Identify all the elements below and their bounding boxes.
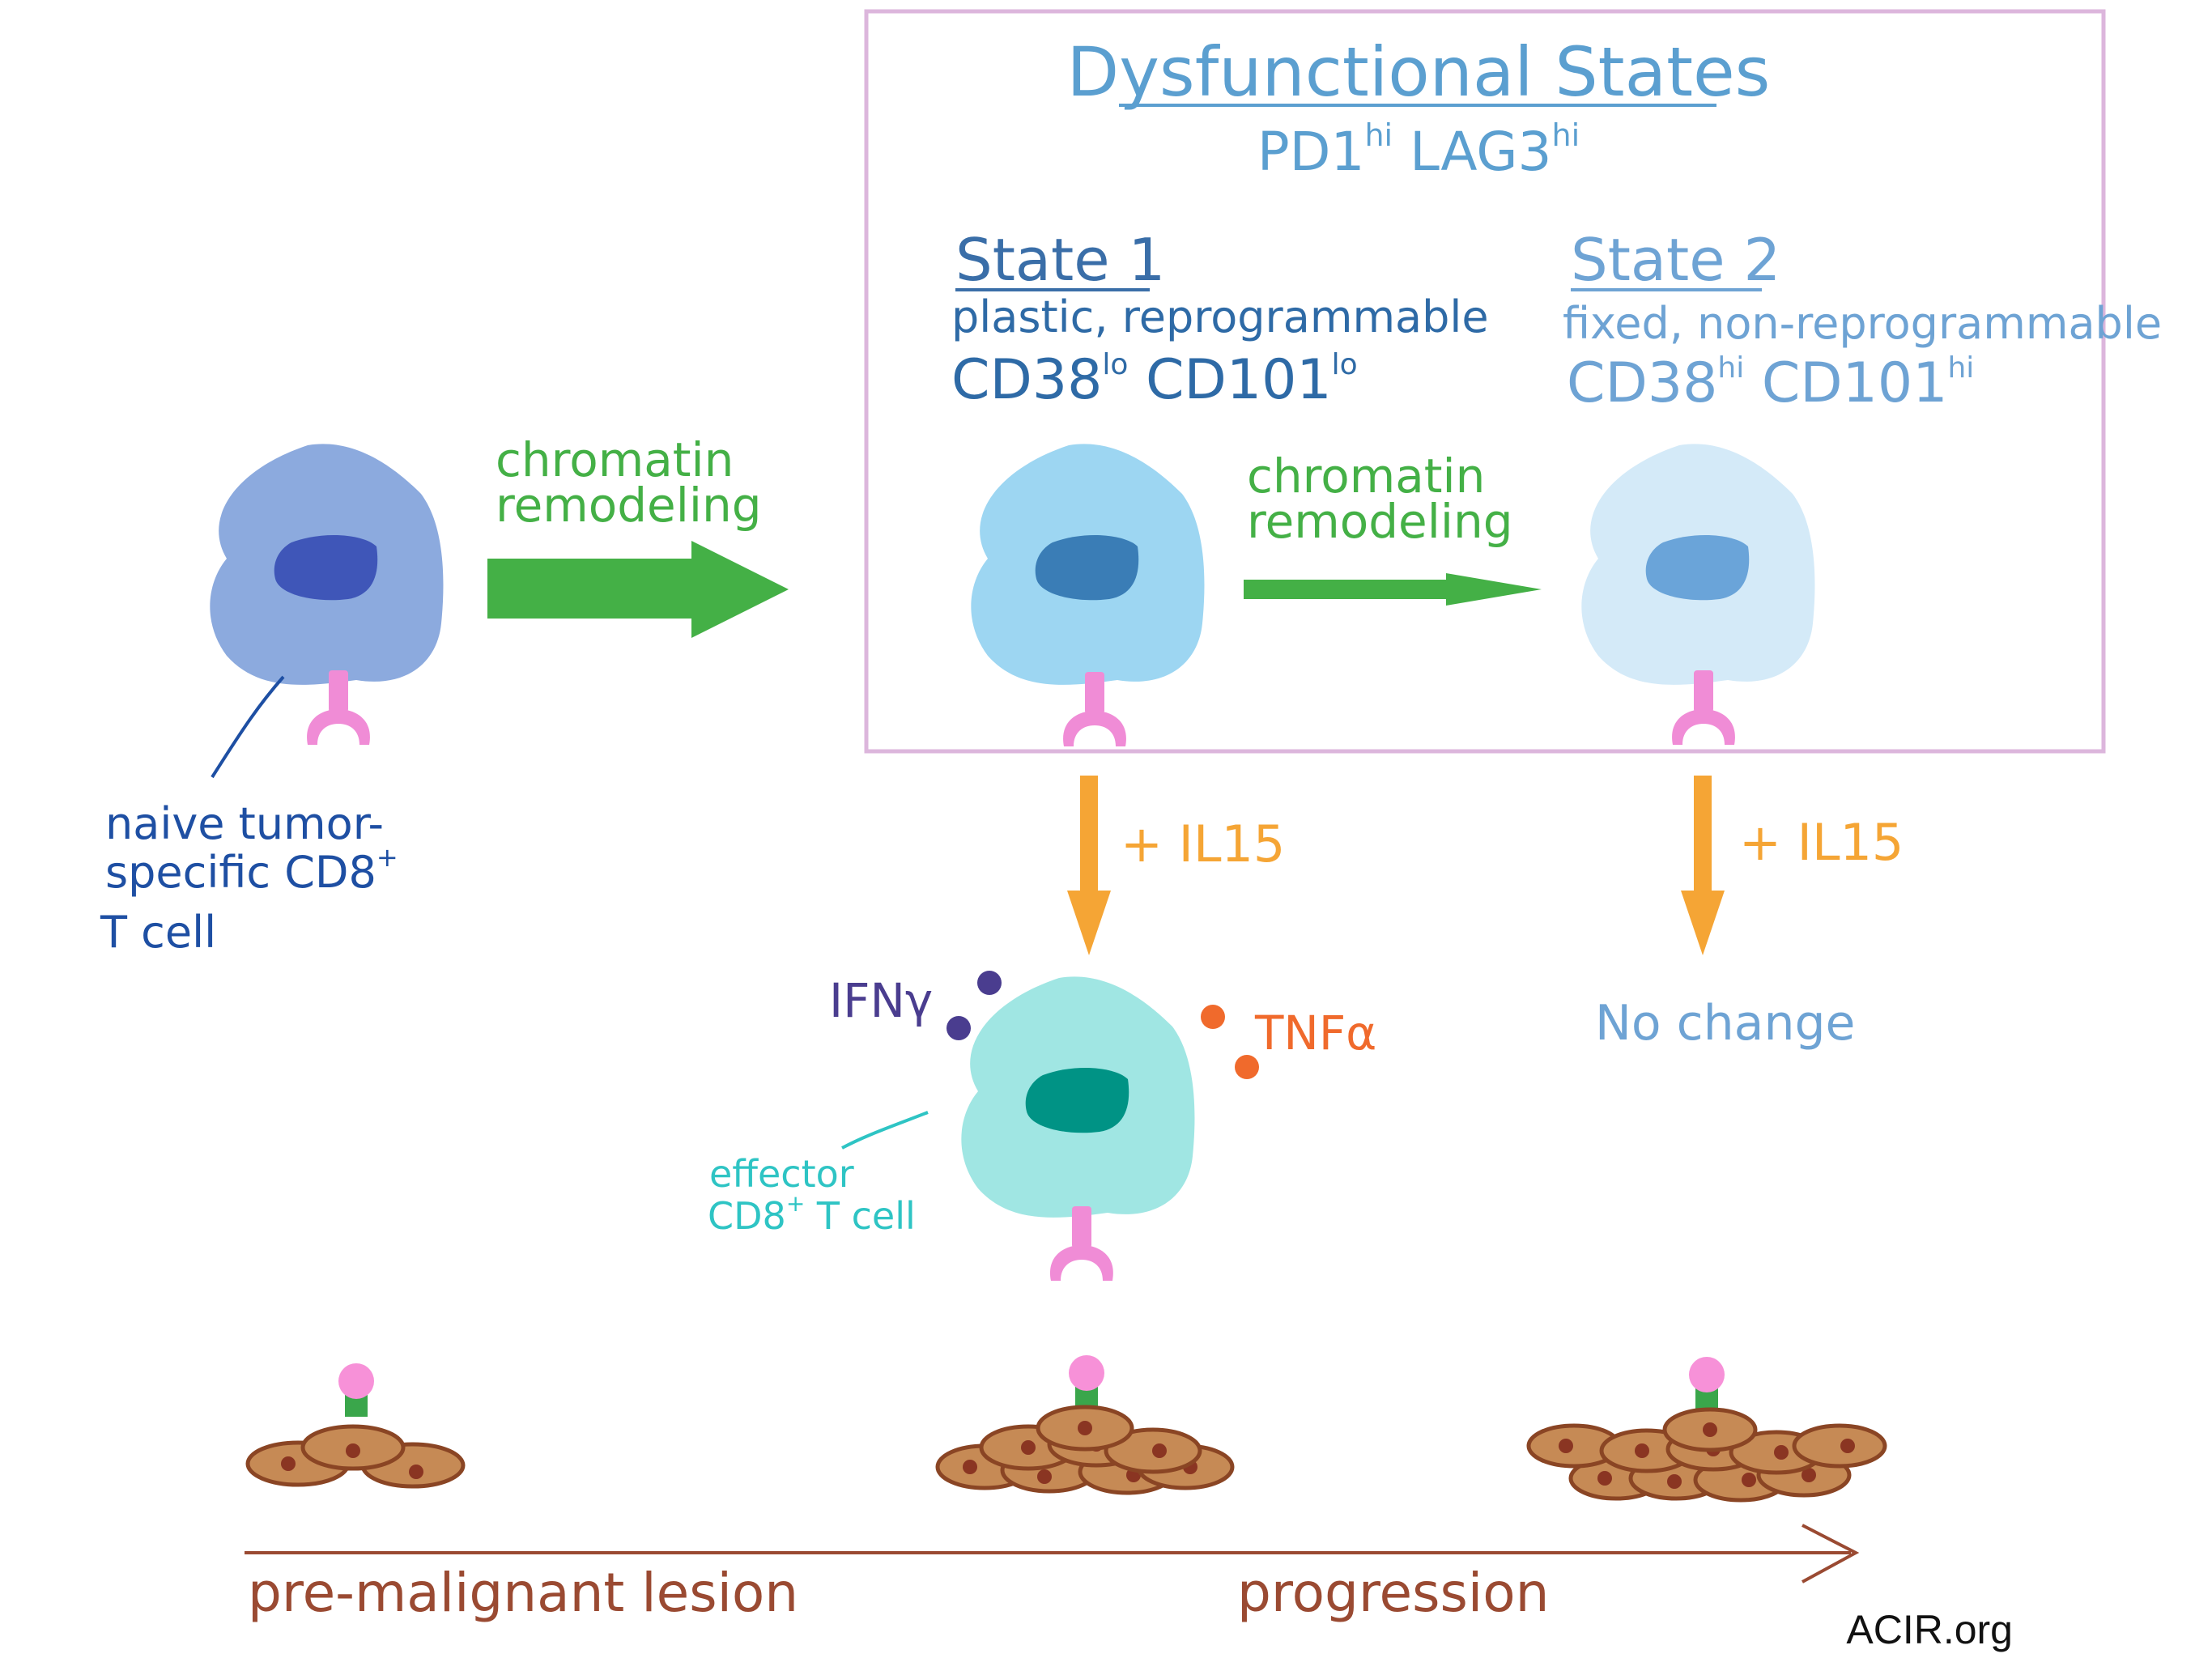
box-title: Dysfunctional States (1067, 32, 1771, 112)
antigen-head (1689, 1357, 1725, 1392)
progression-label: progression (1237, 1562, 1549, 1624)
box-subtitle: PD1hi LAG3hi (1257, 117, 1580, 183)
naive-label: naive tumor- specific CD8+ T cell (100, 798, 412, 958)
il15-label-right: + IL15 (1739, 813, 1904, 872)
effector-tcr-receptor (1050, 1206, 1113, 1281)
antigen-head (338, 1363, 374, 1399)
ifng-label: IFNγ (829, 973, 933, 1028)
arrow2-label: chromatin remodeling (1247, 449, 1513, 549)
tumor-cell-nucleus (1802, 1468, 1816, 1482)
tumor-cell (1792, 1423, 1887, 1469)
tumor-cluster-small (245, 1363, 466, 1489)
tumor-cell-nucleus (1635, 1443, 1649, 1458)
tumor-cell-nucleus (1037, 1469, 1052, 1484)
state1-markers: CD38lo CD101lo (951, 348, 1358, 412)
tumor-cell-nucleus (1742, 1473, 1756, 1487)
naive-tcell (210, 444, 444, 745)
il15-arrow-left (1067, 776, 1111, 955)
antigen-head (1069, 1355, 1104, 1391)
tumor-cell-nucleus (1840, 1439, 1855, 1453)
tnfa-dot-1 (1201, 1005, 1225, 1029)
tumor-cell-nucleus (1021, 1440, 1036, 1455)
tumor-cell-nucleus (1703, 1422, 1717, 1437)
state2-markers: CD38hi CD101hi (1567, 351, 1974, 415)
state1-tcell (971, 444, 1205, 746)
effector-label-pointer (841, 1111, 929, 1150)
state2-title: State 2 (1571, 226, 1780, 294)
tumor-cell-nucleus (409, 1465, 423, 1479)
no-change-label: No change (1595, 995, 1855, 1052)
ifng-dot-2 (946, 1016, 971, 1040)
tumor-cell-nucleus (1597, 1471, 1612, 1486)
state1-title: State 1 (955, 226, 1165, 294)
chromatin-remodeling-arrow-1 (487, 541, 789, 638)
tumor-cell-nucleus (346, 1443, 360, 1458)
tumor-cell-nucleus (281, 1456, 296, 1471)
state2-desc: fixed, non-reprogrammable (1563, 298, 2162, 349)
effector-tcell (961, 976, 1195, 1281)
state2-tcell (1581, 444, 1815, 745)
tumor-cell-nucleus (1559, 1439, 1573, 1453)
tumor-cell-nucleus (963, 1460, 977, 1474)
tumor-cluster-large (1526, 1357, 1887, 1503)
tnfa-label: TNFα (1254, 1005, 1376, 1061)
state1-desc: plastic, reprogrammable (951, 291, 1489, 342)
acir-credit: ACIR.org (1846, 1607, 2013, 1652)
il15-label-left: + IL15 (1121, 814, 1285, 874)
dysfunctional-states-box (864, 9, 2106, 754)
tumor-cell-nucleus (1152, 1443, 1167, 1458)
progression-axis-arrowhead (1802, 1524, 1860, 1584)
effector-label: effector CD8+ T cell (708, 1152, 916, 1238)
arrow1-label: chromatin remodeling (496, 432, 762, 533)
tumor-cluster-medium (935, 1355, 1235, 1495)
ifng-dot-1 (977, 971, 1002, 995)
pre-malignant-label: pre-malignant lesion (248, 1562, 798, 1624)
tumor-cell-nucleus (1667, 1474, 1682, 1489)
tumor-cell-nucleus (1078, 1421, 1092, 1435)
chromatin-remodeling-arrow-2 (1244, 573, 1542, 606)
il15-arrow-right (1681, 776, 1725, 955)
tnfa-dot-2 (1235, 1055, 1259, 1079)
tumor-cell-nucleus (1774, 1445, 1789, 1460)
naive-label-pointer (211, 675, 285, 779)
